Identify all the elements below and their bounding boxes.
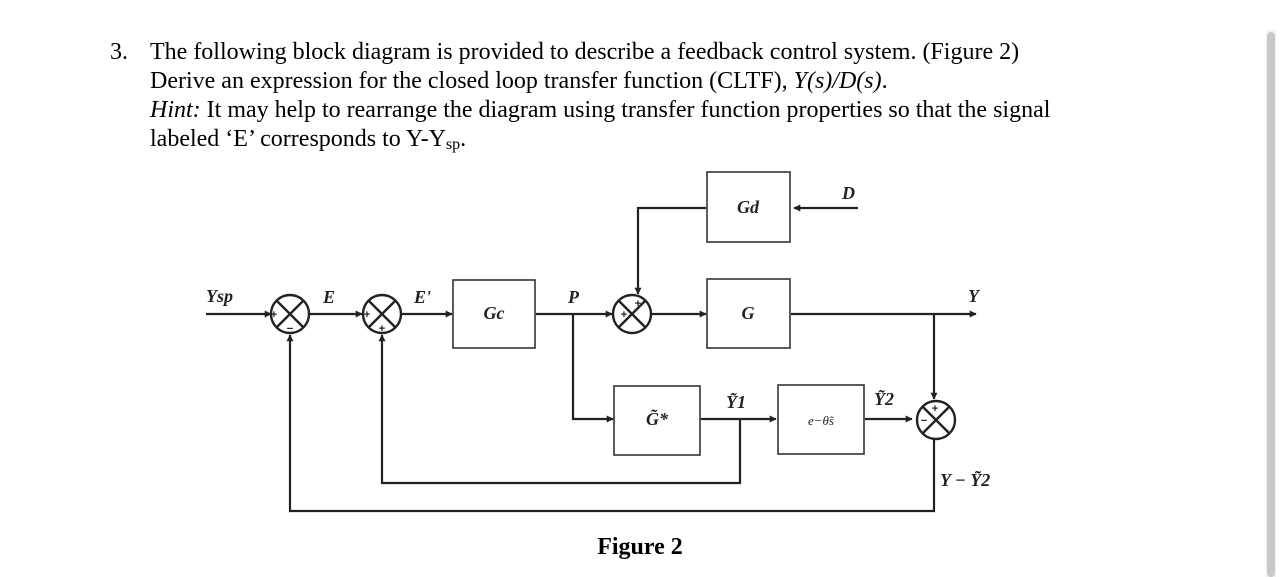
signal-y-minus-y2-label: Y − Ỹ2 bbox=[940, 470, 990, 490]
block-gstar bbox=[613, 385, 701, 456]
signal-y-label: Y bbox=[968, 286, 981, 306]
scrollbar-thumb[interactable] bbox=[1267, 32, 1275, 577]
svg-text:+: + bbox=[379, 323, 385, 335]
block-gd-label: Gd bbox=[737, 197, 760, 217]
wire-y1-feedback bbox=[378, 334, 742, 485]
block-gc bbox=[452, 279, 536, 349]
svg-text:−: − bbox=[287, 323, 293, 335]
signal-ysp-label: Ysp bbox=[206, 286, 233, 306]
block-g-label: G bbox=[742, 303, 755, 323]
wire-p-to-gstar bbox=[571, 314, 614, 423]
wire-main-feedback bbox=[286, 334, 936, 513]
hint-label: Hint: bbox=[150, 97, 201, 123]
question-hint: Hint: It may help to rearrange the diagr… bbox=[150, 97, 1051, 123]
question-number: 3. bbox=[110, 39, 128, 65]
block-delay bbox=[777, 384, 865, 455]
svg-text:+: + bbox=[364, 309, 370, 321]
question-line-1: The following block diagram is provided … bbox=[150, 39, 1020, 65]
question-line-2: Derive an expression for the closed loop… bbox=[150, 68, 888, 94]
svg-text:+: + bbox=[635, 298, 641, 310]
svg-text:+: + bbox=[621, 309, 627, 321]
svg-text:+: + bbox=[932, 403, 938, 415]
sum-junction-3: + + bbox=[611, 293, 653, 335]
block-g bbox=[706, 278, 791, 349]
cltf-expression: Y(s)/D(s) bbox=[793, 68, 882, 94]
block-gstar-label: G̃* bbox=[646, 409, 669, 429]
wire-gd-to-sum3 bbox=[634, 206, 706, 295]
signal-y2-label: Ỹ2 bbox=[874, 389, 894, 409]
signal-p-label: P bbox=[567, 287, 580, 307]
block-delay-label: e−θ̃s bbox=[808, 413, 835, 428]
sum-junction-2: + + bbox=[361, 293, 403, 335]
signal-d-label: D bbox=[841, 183, 855, 203]
block-gc-label: Gc bbox=[484, 303, 505, 323]
sum-junction-1: + − bbox=[269, 293, 311, 335]
signal-y1-label: Ỹ1 bbox=[726, 392, 746, 412]
signal-e-prime-label: E' bbox=[413, 287, 431, 307]
svg-text:+: + bbox=[271, 309, 277, 321]
figure-caption: Figure 2 bbox=[597, 534, 683, 560]
signal-e-label: E bbox=[322, 287, 335, 307]
sum-junction-4: + − bbox=[915, 399, 957, 441]
block-gd bbox=[706, 171, 791, 243]
signal-wires bbox=[206, 204, 977, 513]
question-line-4: labeled ‘E’ corresponds to Y-Ysp. bbox=[150, 126, 467, 153]
svg-text:−: − bbox=[921, 415, 927, 427]
